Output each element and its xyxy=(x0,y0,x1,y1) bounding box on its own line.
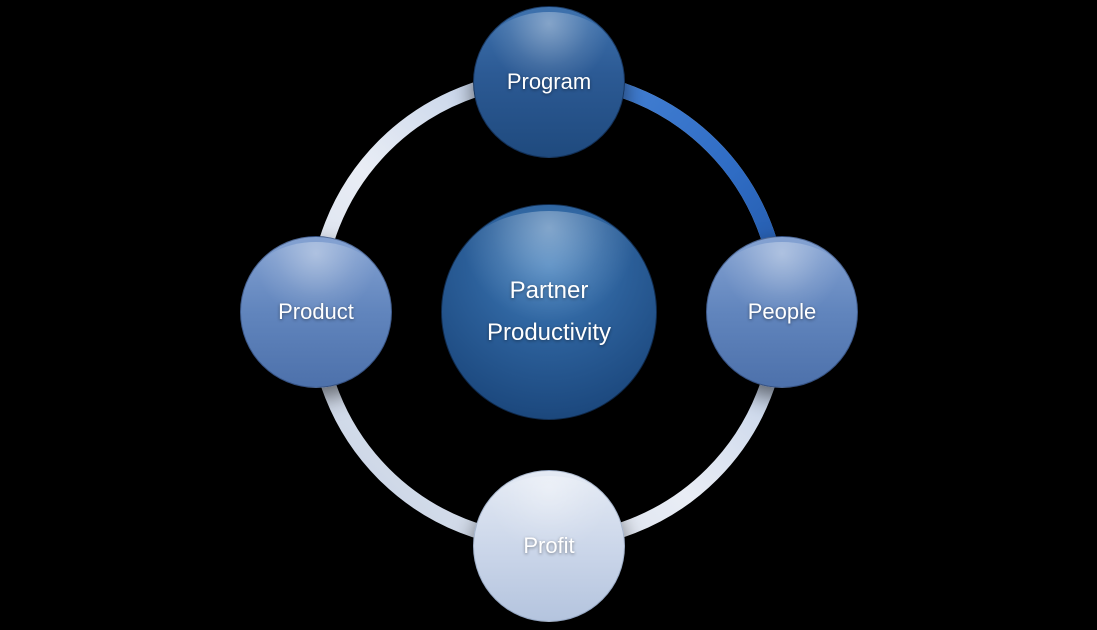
node-product: Product xyxy=(240,236,392,388)
center-label-line2: Productivity xyxy=(486,319,612,346)
node-label: Product xyxy=(278,299,354,324)
node-people: People xyxy=(706,236,858,388)
center-label-line1: Partner xyxy=(509,277,589,304)
node-label: Program xyxy=(506,69,592,94)
node-label: People xyxy=(747,299,817,324)
center-node: Partner Productivity xyxy=(441,204,657,420)
node-profit: Profit xyxy=(473,470,625,622)
node-program: Program xyxy=(473,6,625,158)
node-label: Profit xyxy=(523,533,575,558)
